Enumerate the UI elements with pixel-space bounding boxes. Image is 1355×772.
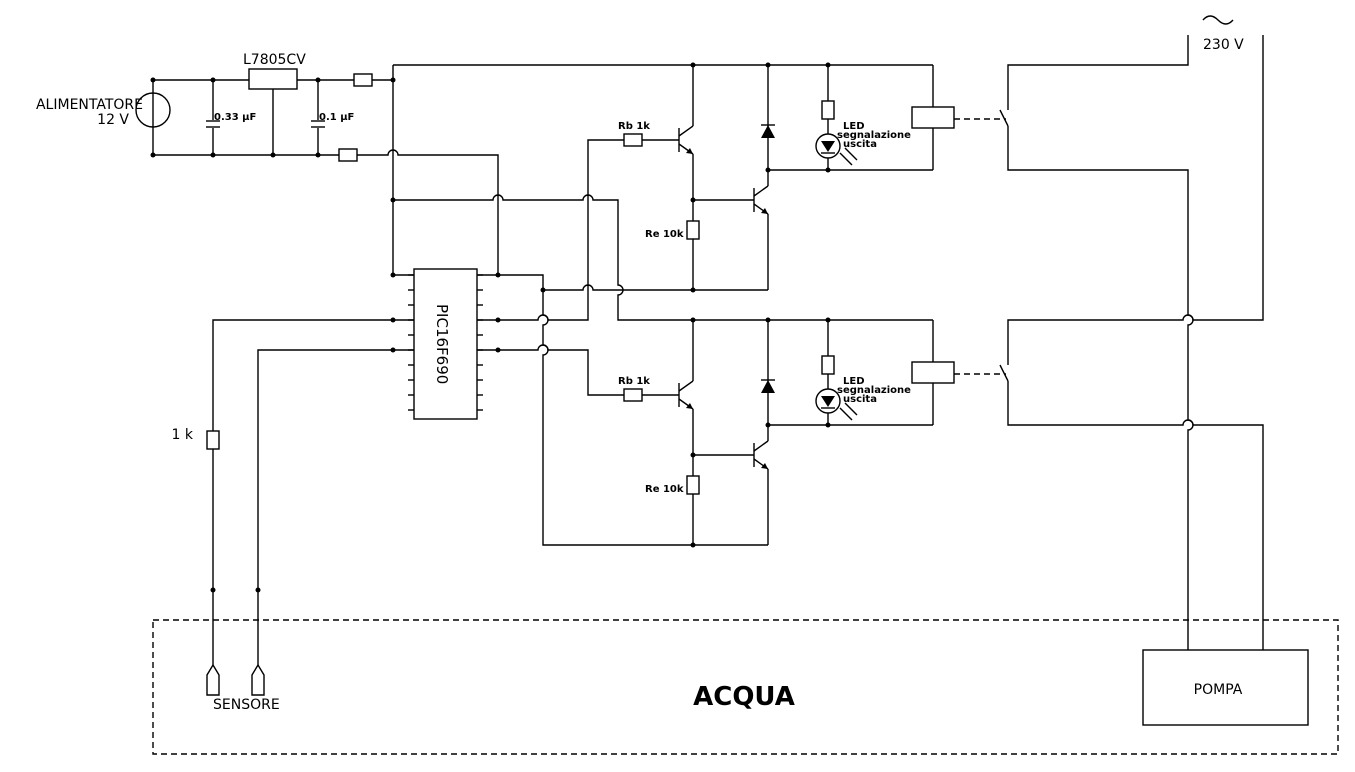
led-label: LED — [843, 121, 865, 132]
fuse-bottom — [338, 148, 358, 162]
source-voltage: 12 V — [97, 112, 129, 128]
water-label: ACQUA — [693, 682, 795, 712]
led-label: segnalazione — [837, 385, 911, 396]
regulator-box — [248, 68, 298, 90]
cap2-label: 0.1 µF — [319, 112, 354, 123]
output-channel-1: Rb 1k Re 10k LED segnalazione uscita — [618, 62, 1006, 293]
pump: POMPA — [1142, 649, 1309, 726]
source-label: ALIMENTATORE — [36, 97, 143, 113]
mcu-outputs — [477, 139, 624, 396]
pic16f690-chip: PIC16F690 — [408, 268, 483, 420]
regulator-label: L7805CV — [243, 52, 306, 68]
voltage-source-icon — [135, 92, 171, 128]
power-supply: ALIMENTATORE 12 V L7805CV 0.33 µF 0.1 µF — [36, 52, 499, 275]
sensor-resistor — [206, 430, 220, 450]
sensor-inputs: 1 k SENSORE — [172, 317, 414, 713]
pump-label: POMPA — [1194, 682, 1243, 698]
re-label: Re 10k — [645, 484, 684, 495]
rb-label: Rb 1k — [618, 376, 650, 387]
led-label: segnalazione — [837, 130, 911, 141]
led-label: LED — [843, 376, 865, 387]
sensor-probe-icon — [206, 663, 220, 696]
led-label: uscita — [843, 394, 877, 405]
re-label: Re 10k — [645, 229, 684, 240]
sensor-resistor-label: 1 k — [172, 427, 194, 443]
ac-symbol-icon — [1202, 15, 1234, 25]
rb-label: Rb 1k — [618, 121, 650, 132]
fuse-top — [353, 73, 373, 87]
mcu-label: PIC16F690 — [433, 304, 451, 384]
sensor-label: SENSORE — [213, 697, 280, 713]
relay-coil-2 — [911, 361, 955, 384]
water-tank: ACQUA — [152, 619, 1339, 755]
mains-wiring: 230 V — [999, 15, 1264, 650]
mains-label: 230 V — [1203, 37, 1244, 53]
sensor-probe-icon — [251, 663, 265, 696]
cap1-label: 0.33 µF — [214, 112, 256, 123]
output-channel-2: Rb 1k Re 10k LED segnalazione uscita — [618, 317, 1006, 548]
led-label: uscita — [843, 139, 877, 150]
relay-coil-1 — [911, 106, 955, 129]
